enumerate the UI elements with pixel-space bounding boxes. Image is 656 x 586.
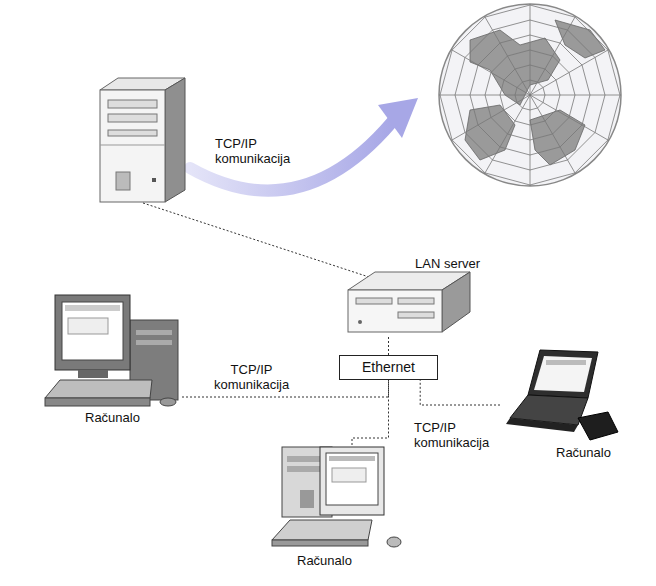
link-label: TCP/IP komunikacija [212,362,291,392]
server-tower [100,78,185,202]
computer-node: Računalo [42,290,182,428]
node-label: Računalo [85,410,140,425]
box-label: Ethernet [362,360,415,375]
network-link [420,380,500,405]
lan-server [348,272,470,332]
link-label: TCP/IP komunikacija [412,420,491,450]
computer-node: Računalo [500,340,628,464]
internet-globe [430,0,630,195]
server-node: LAN server [345,254,510,336]
network-link [388,336,389,355]
network-link [352,380,389,445]
tcp-ip-arrow [190,98,418,191]
link-label: TCP/IP komunikacija [213,136,292,166]
dotted-link [143,203,372,278]
desktop-computer [272,447,401,547]
node-label: Računalo [297,553,352,568]
desktop-computer [45,295,178,406]
ethernet-box: Ethernet [339,355,438,380]
node-label: Računalo [556,445,611,460]
computer-node: Računalo [262,445,386,573]
laptop-computer [506,350,618,440]
node-label: LAN server [415,256,480,271]
